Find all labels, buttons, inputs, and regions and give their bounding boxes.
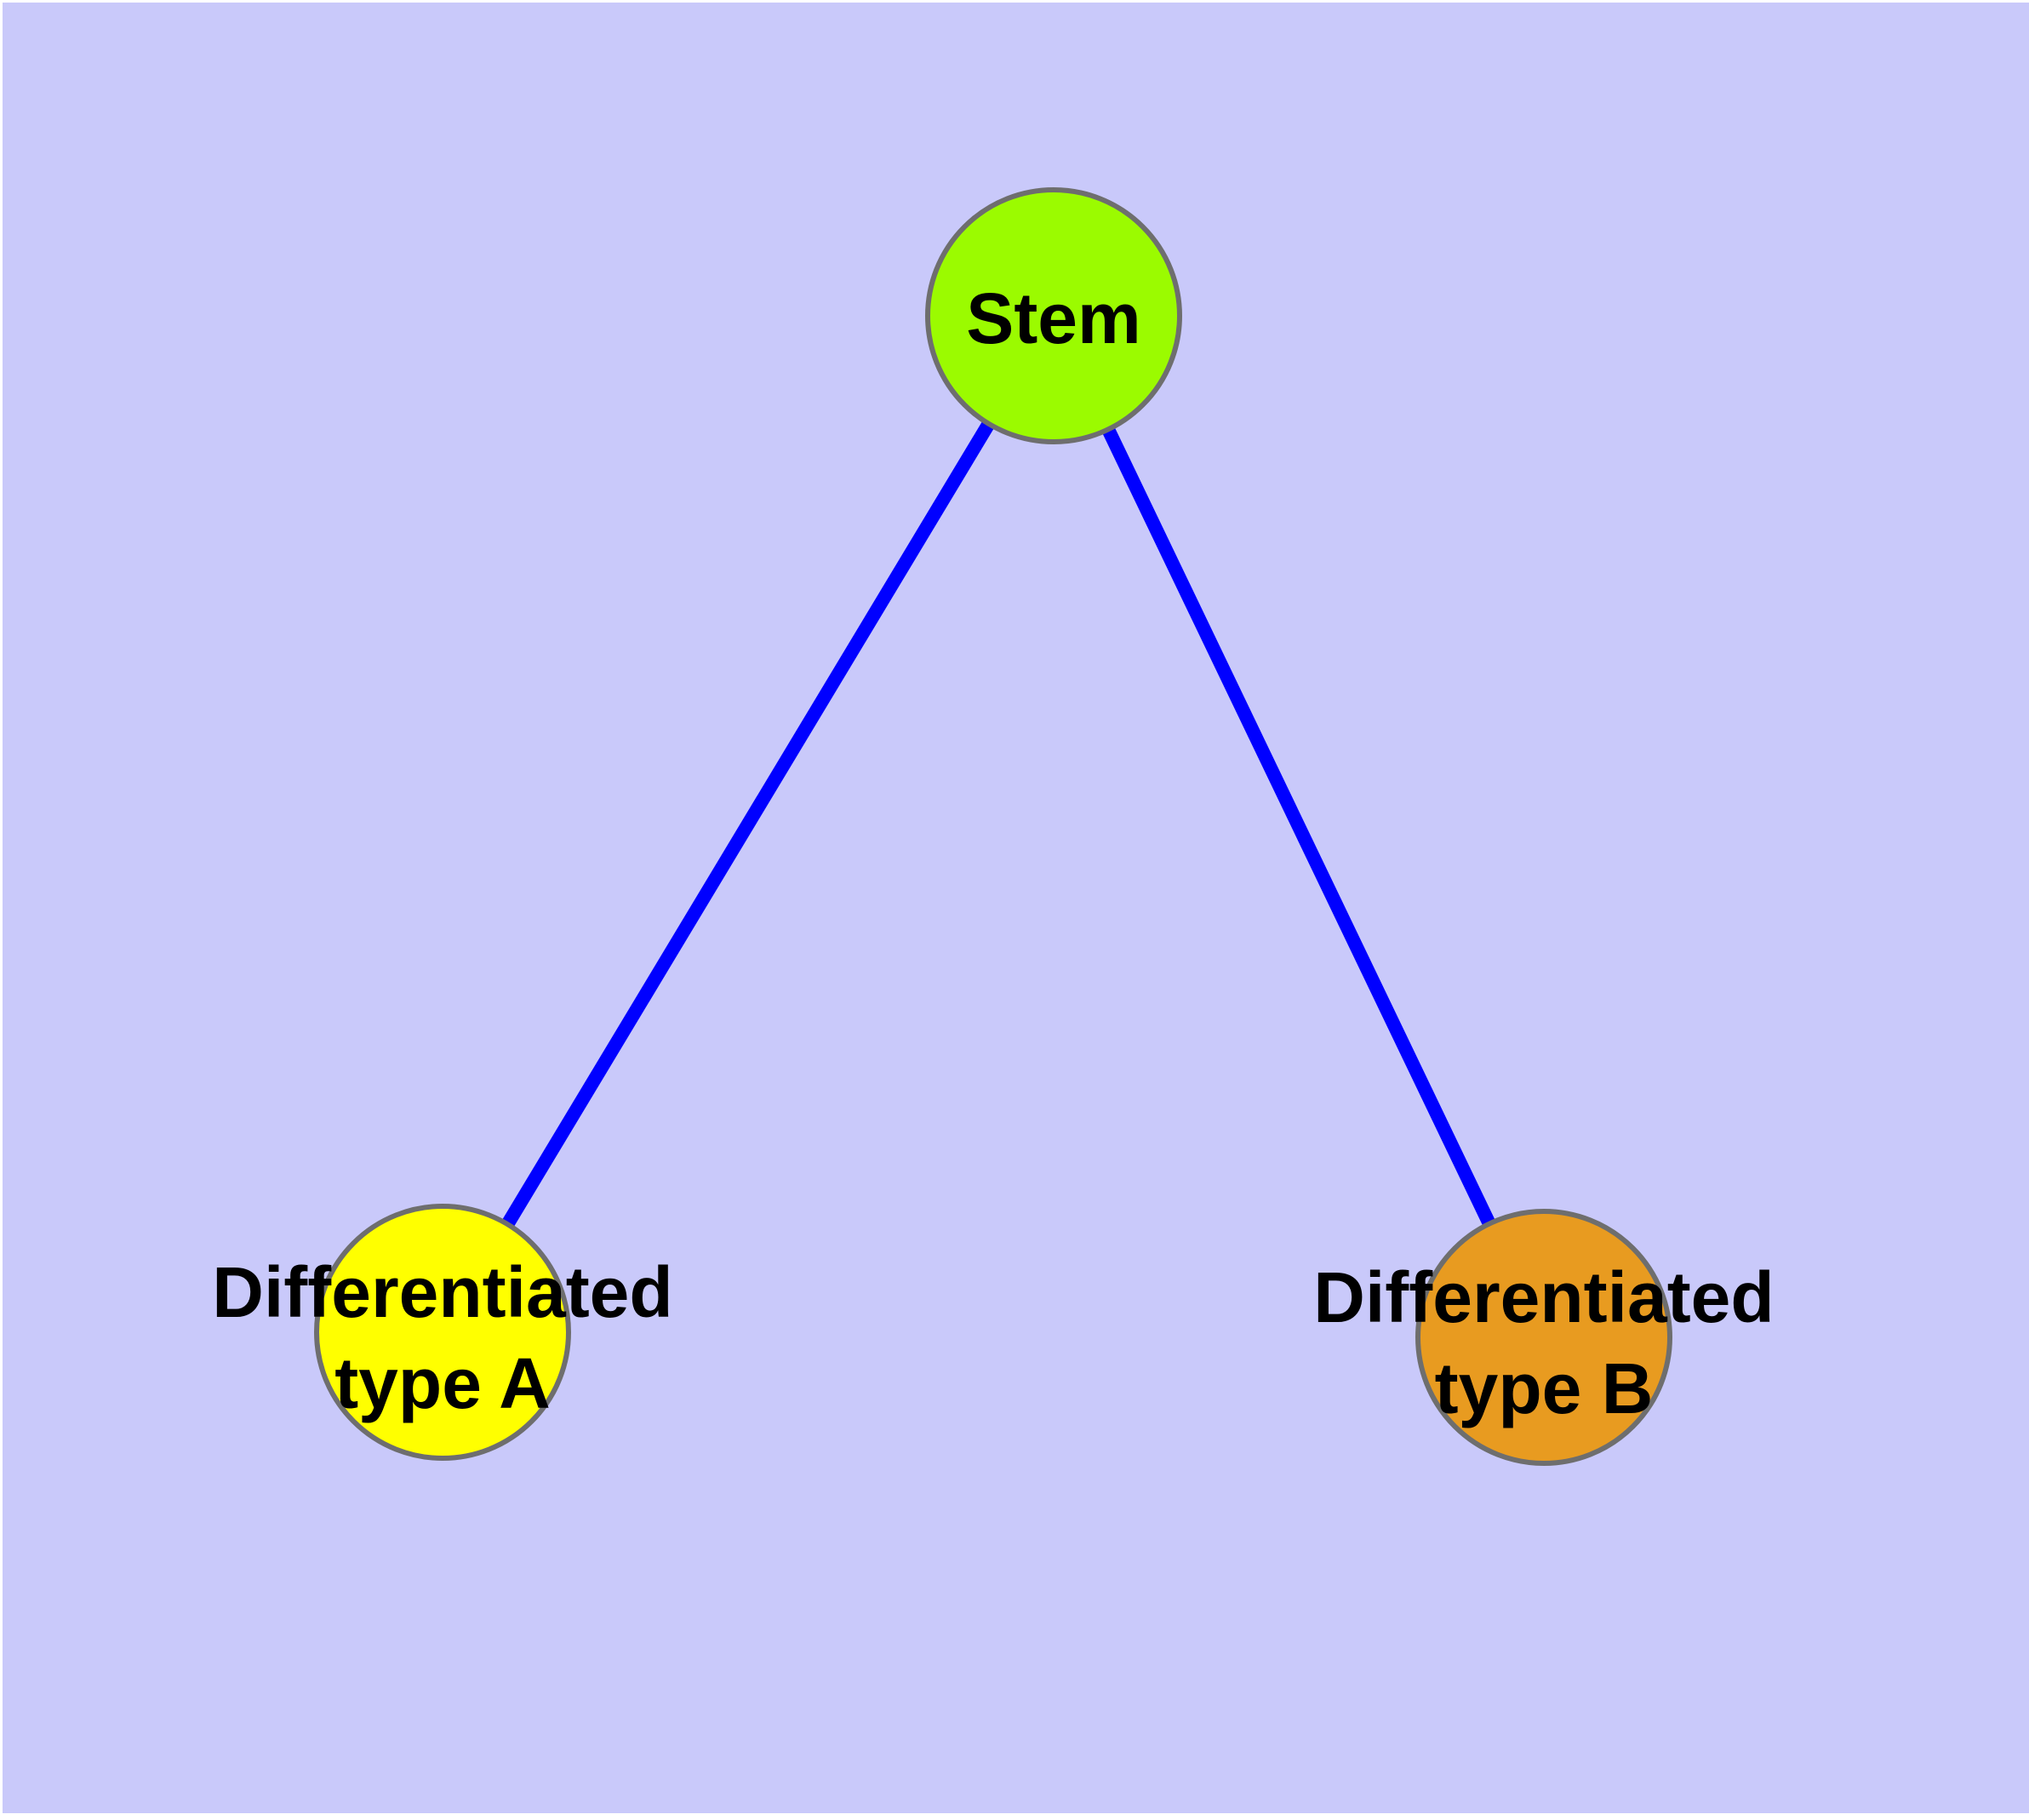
edge-stem-to-type-b: [1047, 312, 1551, 1341]
node-type-b-label-line1: Differentiated: [1313, 1257, 1774, 1337]
node-differentiated-type-a: [314, 1204, 571, 1461]
node-differentiated-type-b: [1415, 1209, 1672, 1466]
node-stem: [925, 187, 1182, 444]
edge-stem-to-type-a: [437, 312, 1060, 1336]
node-stem-label: Stem: [966, 278, 1140, 358]
node-type-b-label-line2: type B: [1435, 1348, 1654, 1428]
node-type-a-label-line2: type A: [334, 1343, 551, 1423]
node-type-a-label-line1: Differentiated: [212, 1252, 672, 1332]
